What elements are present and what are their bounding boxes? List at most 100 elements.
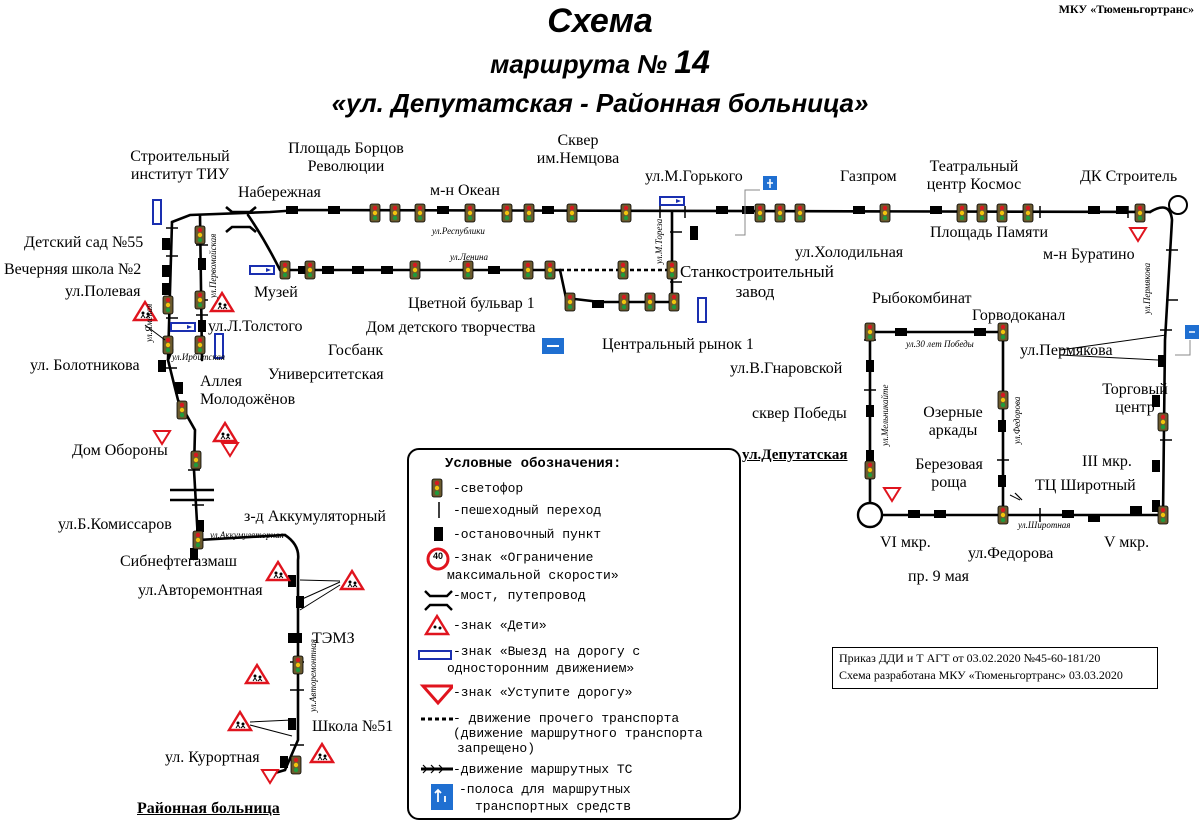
legend-yield: -знак «Уступите дорогу»	[453, 685, 633, 700]
stop-school51: Школа №51	[312, 718, 394, 735]
street-30-let: ул.30 лет Победы	[906, 339, 974, 349]
stop-may9: пр. 9 мая	[908, 568, 970, 585]
stop-embankment: Набережная	[238, 184, 321, 201]
stop-bolotnikova: ул. Болотникова	[30, 357, 140, 374]
terminal-deputatskaya: ул.Депутатская	[742, 447, 848, 463]
legend: Условные обозначения: 40 -светофор -пеше…	[407, 448, 741, 820]
stop-temz: ТЭМЗ	[312, 630, 355, 647]
legend-symbols	[418, 478, 453, 810]
legend-other-traffic-1: - движение прочего транспорта	[453, 711, 680, 726]
scheme-title: Схема	[547, 2, 653, 40]
street-akkumulyatornaya: ул.Аккумуляторная	[210, 530, 284, 540]
route-title-prefix: маршрута №	[490, 49, 668, 79]
legend-bus-lane-2: транспортных средств	[475, 799, 632, 814]
legend-oneway-2: односторонним движением»	[447, 661, 635, 676]
stop-sibneftegaz: Сибнефтегазмаш	[120, 553, 237, 570]
stop-gorky: ул.М.Горького	[645, 168, 743, 185]
stop-battery-plant: з-д Аккумуляторный	[244, 508, 386, 525]
stop-kindergarten: Детский сад №55	[24, 234, 144, 251]
stop-nemtsov-square: Сквер им.Немцова	[536, 132, 620, 167]
stop-kholodilnaya: ул.Холодильная	[795, 244, 904, 261]
street-shirotnaya: ул.Широтная	[1018, 520, 1071, 530]
legend-title: Условные обозначения:	[445, 456, 622, 472]
turn-loop	[1168, 195, 1188, 215]
stop-university: Университетская	[268, 366, 384, 383]
stop-kurortnaya: ул. Курортная	[165, 749, 260, 766]
stop-victory-square: сквер Победы	[752, 405, 847, 422]
stop-ocean: м-н Океан	[430, 182, 500, 199]
terminal-district-hospital: Районная больница	[137, 800, 280, 817]
order-info: Приказ ДДИ и Т АГТ от 03.02.2020 №45-60-…	[832, 647, 1158, 689]
bridge-marks	[170, 206, 257, 502]
stop-shirotny-mall: ТЦ Широтный	[1035, 477, 1136, 494]
stop-trade-center: Торговый центр	[1102, 381, 1168, 416]
organization-label: МКУ «Тюменьгортранс»	[1058, 2, 1194, 16]
route-name: «ул. Депутатская - Районная больница»	[331, 88, 869, 118]
stop-memory-square: Площадь Памяти	[930, 224, 1049, 241]
order-line-2: Схема разработана МКУ «Тюменьгортранс» 0…	[839, 668, 1123, 682]
stop-dk-stroitel: ДК Строитель	[1080, 168, 1178, 185]
legend-oneway-1: -знак «Выезд на дорогу с	[453, 644, 641, 659]
legend-stop-point: -остановочный пункт	[453, 527, 602, 542]
bus-lane-signs	[542, 176, 1199, 354]
stop-v-mkr: V мкр.	[1104, 534, 1150, 551]
route-arrow	[1014, 492, 1023, 501]
stop-birch-grove: Березовая роща	[915, 456, 983, 491]
stop-gazprom: Газпром	[840, 168, 897, 185]
legend-speed-limit-2: максимальной скорости»	[447, 568, 619, 583]
stop-central-market: Центральный рынок 1	[602, 336, 754, 353]
stop-flower-boulevard: Цветной бульвар 1	[408, 295, 535, 312]
stop-gosbank: Госбанк	[328, 342, 384, 359]
stop-evening-school: Вечерняя школа №2	[4, 261, 142, 278]
stop-polevaya: ул.Полевая	[65, 283, 141, 300]
deputatskaya-terminal	[856, 501, 884, 529]
legend-route-traffic: -движение маршрутных ТС	[453, 762, 633, 777]
legend-traffic-light: -светофор	[453, 481, 524, 496]
sign-pointers	[144, 324, 1167, 737]
route-title: маршрута № 14	[0, 44, 1200, 81]
stop-fedorova: ул.Федорова	[968, 545, 1054, 562]
speed-limit-value: 40	[432, 551, 443, 561]
legend-other-traffic-2: (движение маршрутного транспорта	[453, 726, 703, 741]
stop-tolstoy: ул.Л.Толстого	[208, 318, 303, 335]
stop-buratino: м-н Буратино	[1043, 246, 1135, 263]
stop-construction-institute: Строительный институт ТИУ	[130, 148, 230, 183]
legend-speed-limit-1: -знак «Ограничение	[453, 550, 594, 565]
street-pervomayskaya: ул.Первомайская	[208, 233, 218, 298]
stop-cosmos: Театральный центр Космос	[926, 158, 1022, 193]
street-fedorova: ул.Федорова	[1012, 396, 1022, 444]
stop-fish-plant: Рыбокомбинат	[872, 290, 972, 307]
street-melnikayte: ул.Мельникайте	[880, 384, 890, 446]
stop-points	[158, 206, 1166, 768]
legend-bus-lane-1: -полоса для маршрутных	[459, 782, 631, 797]
stop-revolution-square: Площадь Борцов Революции	[288, 140, 404, 175]
stop-iii-mkr: III мкр.	[1082, 453, 1132, 470]
legend-other-traffic-3: запрещено)	[457, 741, 536, 756]
stop-autorepair: ул.Авторемонтная	[138, 582, 263, 599]
street-irbitskaya: ул.Ирбитская	[172, 352, 226, 362]
stop-newlyweds: Аллея Молодожёнов	[200, 373, 296, 408]
stop-defense-house: Дом Обороны	[72, 442, 168, 459]
street-avtoremontnaya: ул.Авторемонтная	[308, 639, 318, 712]
legend-crossing: -пешеходный переход	[453, 503, 602, 518]
stop-gorvodokanal: Горводоканал	[972, 307, 1066, 324]
stop-permyakova: ул.Пермякова	[1020, 342, 1113, 359]
street-tereshkova: ул.М.Тореза	[654, 218, 664, 264]
stop-museum: Музей	[254, 284, 298, 301]
lane-pointers	[735, 189, 1191, 356]
stop-gnarovskoy: ул.В.Гнаровской	[730, 360, 843, 377]
stop-komissarov: ул.Б.Комиссаров	[58, 516, 172, 533]
stop-children-house: Дом детского творчества	[366, 319, 536, 336]
stop-vi-mkr: VI мкр.	[880, 534, 931, 551]
route-number: 14	[674, 44, 710, 80]
street-yamskaya: ул.Ямская	[144, 303, 154, 342]
stop-machine-plant: Станкостроительный завод	[680, 262, 834, 301]
street-respubliki: ул.Республики	[432, 226, 485, 236]
street-lenina: ул.Ленина	[450, 252, 488, 262]
stop-lake-arcades: Озерные аркады	[923, 404, 983, 439]
legend-children: -знак «Дети»	[453, 618, 547, 633]
legend-bridge: -мост, путепровод	[453, 588, 586, 603]
street-permyakova: ул.Пермякова	[1142, 262, 1152, 314]
order-line-1: Приказ ДДИ и Т АГТ от 03.02.2020 №45-60-…	[839, 651, 1101, 665]
